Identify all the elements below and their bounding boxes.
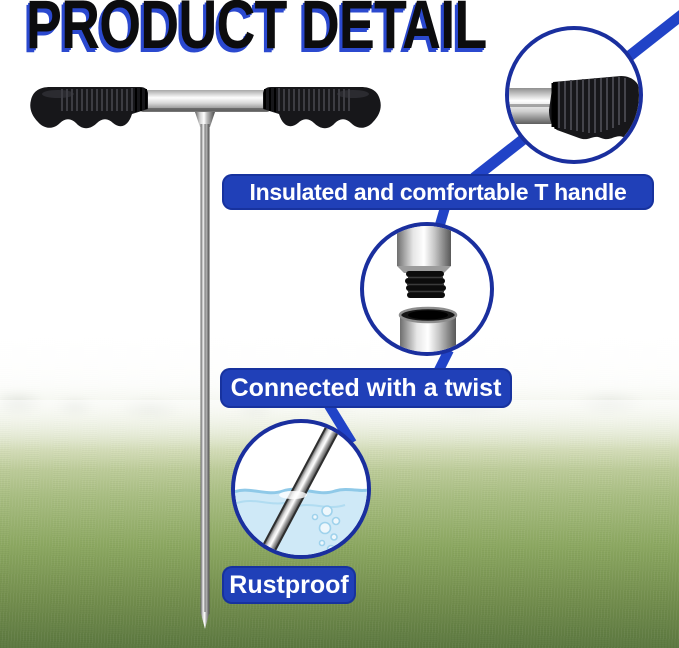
label-insulated-handle: Insulated and comfortable T handle [222, 174, 654, 210]
page-title: PRODUCT DETAIL [26, 0, 487, 63]
label-connected-twist-text: Connected with a twist [230, 373, 502, 402]
threaded-tube-connector-icon [397, 226, 458, 352]
callout-circle-handle [505, 26, 643, 164]
callout-circle-connector [360, 222, 494, 356]
steel-rod [247, 423, 353, 555]
probe-shaft [195, 112, 215, 629]
probe-tip [200, 612, 210, 629]
t-handle-bar [140, 90, 270, 112]
callout-circle-rustproof [231, 419, 371, 559]
label-rustproof: Rustproof [222, 566, 356, 604]
label-rustproof-text: Rustproof [229, 570, 349, 599]
label-connected-twist: Connected with a twist [220, 368, 512, 408]
t-handle-grip-closeup-icon [509, 76, 639, 140]
label-insulated-handle-text: Insulated and comfortable T handle [249, 178, 627, 205]
steel-rod-in-water-icon [235, 423, 367, 555]
left-grip [30, 87, 148, 129]
right-grip [263, 87, 381, 129]
